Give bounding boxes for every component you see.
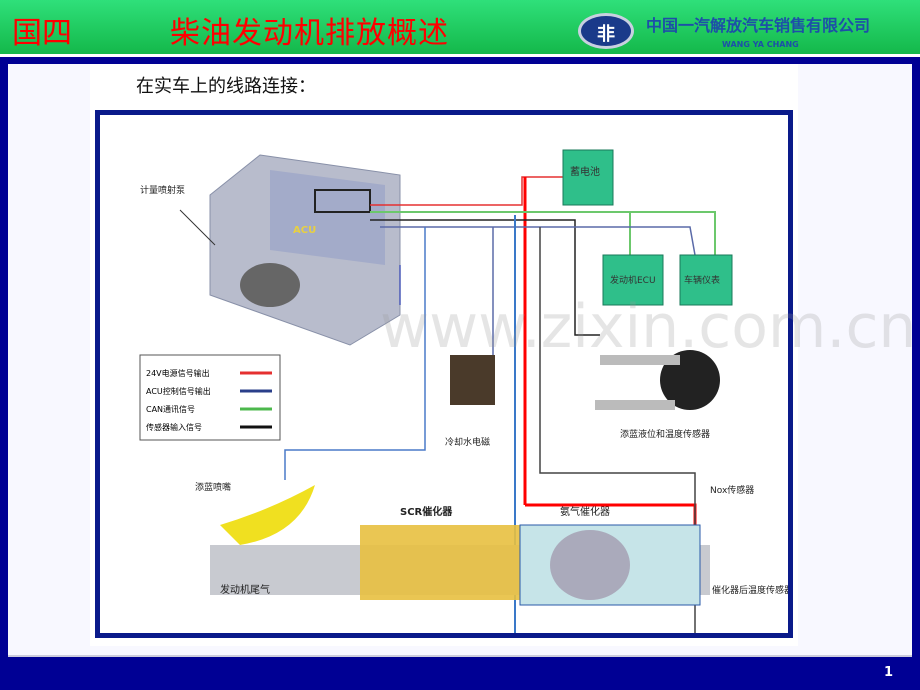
pump-label: 计量喷射泵 [140,184,185,196]
page-number: 1 [884,665,894,680]
pump-motor [240,263,300,307]
acu-label: ACU [293,225,316,236]
section-label: 国四 [12,16,72,51]
engine-ecu-label: 发动机ECU [610,274,656,286]
battery-label: 蓄电池 [570,165,600,178]
wiring-diagram: ACU 计量喷射泵 蓄电池 发动机ECU 车辆仪表 添蓝液位和温度传感器 冷却水… [95,110,793,638]
acu-wire [380,226,696,256]
vehicle-meter-label: 车辆仪表 [684,274,720,286]
legend-label: 传感器输入信号 [146,422,202,432]
slide-subtitle: 在实车上的线路连接： [136,76,316,97]
exhaust-label: 发动机尾气 [220,583,270,596]
temp-sensor-label: 催化器后温度传感器 [712,584,788,596]
power-wire [370,176,585,206]
coolant-valve-label: 冷却水电磁 [445,436,490,448]
can-wire [370,211,716,255]
coolant-valve [450,355,495,405]
battery-box [562,149,614,206]
watermark: www.zixin.com.cn [380,292,917,362]
nozzle-label: 添蓝喷嘴 [195,481,231,493]
engine-ecu-box [602,254,664,306]
diagram-svg: ACU 计量喷射泵 蓄电池 发动机ECU 车辆仪表 添蓝液位和温度传感器 冷却水… [139,149,793,633]
ammonia-cat-label: 氨气催化器 [560,505,610,518]
divider [0,54,920,57]
scr-label: SCR催化器 [400,505,453,518]
slide-header [0,0,920,54]
legend-label: ACU控制信号输出 [146,386,211,396]
company-subtitle: WANG YA CHANG [722,40,799,49]
faw-logo: 非 [578,13,634,49]
level-sensor-label: 添蓝液位和温度传感器 [620,428,710,440]
legend-label: 24V电源信号输出 [146,368,210,378]
vehicle-meter-box [679,254,733,306]
slide-title: 柴油发动机排放概述 [170,16,449,51]
legend-label: CAN通讯信号 [146,404,195,414]
scr-catalyst [360,525,530,600]
nox-sensor-label: Nox传感器 [710,484,754,496]
company-name: 中国一汽解放汽车销售有限公司 [646,16,871,35]
nozzle-spray [220,485,315,545]
sensor-wire [370,219,600,336]
